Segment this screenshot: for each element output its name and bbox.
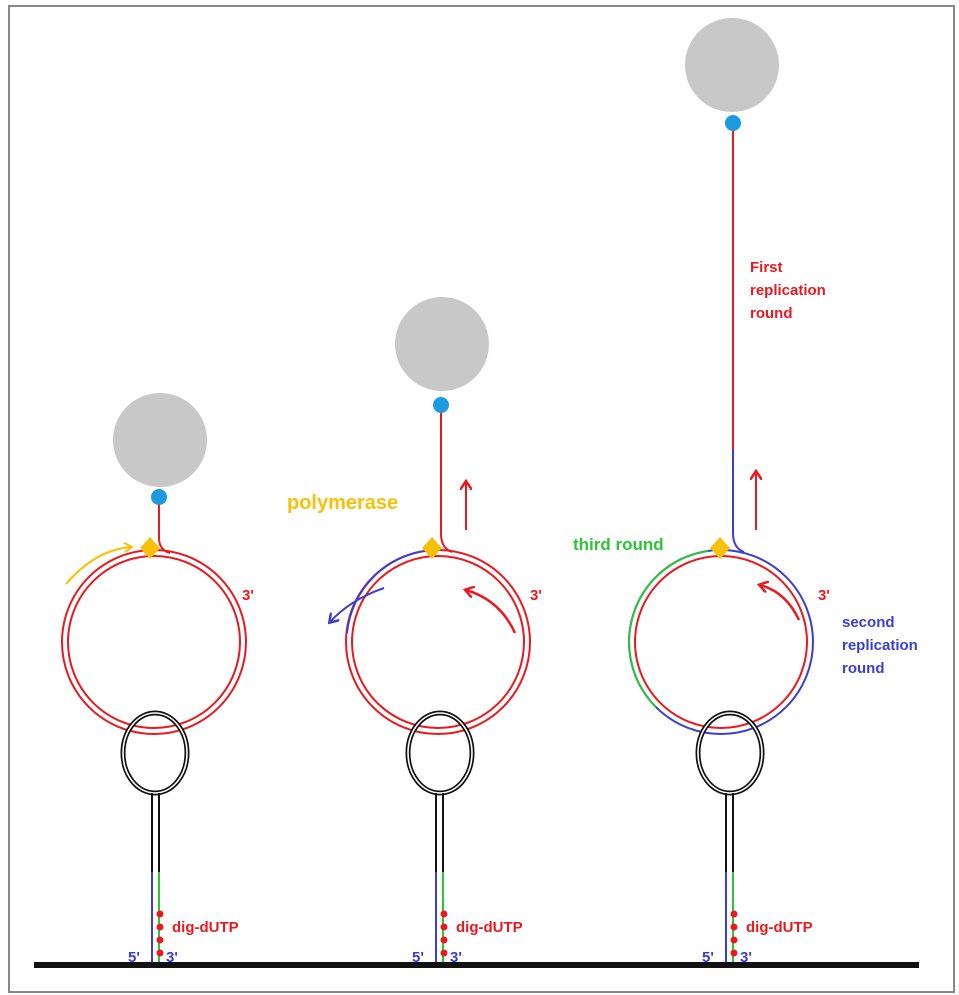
magnetic-bead [113, 393, 207, 487]
end-5-label: 5' [412, 949, 424, 966]
second-round-line-2: replication [842, 637, 918, 654]
stage-first-round-panel [330, 297, 531, 962]
new-strand-green [628, 550, 709, 708]
polymerase-label: polymerase [287, 492, 398, 514]
tether-strand [440, 410, 453, 553]
anchor-dot [433, 397, 449, 413]
end-3-label: 3' [530, 587, 542, 604]
first-round-line-2: replication [750, 282, 826, 299]
end-5-label: 5' [702, 949, 714, 966]
end-3-label: 3' [740, 949, 752, 966]
end-3-label: 3' [818, 587, 830, 604]
dig-dots [730, 910, 738, 957]
new-strand-blue [346, 549, 434, 634]
frame-border [8, 5, 955, 993]
circular-template-inner [634, 555, 808, 729]
first-round-line-3: round [750, 305, 793, 322]
end-3-label: 3' [242, 587, 254, 604]
dig-dots [440, 910, 448, 957]
anchor-dot [151, 489, 167, 505]
polymerase-diamond [140, 537, 160, 559]
stage-rounds-2-3-panel [628, 18, 814, 962]
first-round-line-1: First [750, 259, 783, 276]
stage-initial-panel [61, 393, 247, 962]
circular-template-inner [351, 555, 525, 729]
polymerase-diamond [422, 537, 442, 559]
polymerase-diamond [710, 537, 730, 559]
magnetic-bead [685, 18, 779, 112]
dig-dutp-label: dig-dUTP [746, 919, 813, 936]
circular-template-inner [67, 555, 241, 729]
end-5-label: 5' [128, 949, 140, 966]
outer-arrow [330, 587, 385, 622]
dig-dutp-label: dig-dUTP [172, 919, 239, 936]
inner-arrow [466, 590, 517, 634]
second-round-line-1: second [842, 614, 895, 631]
tether-strand [158, 503, 171, 554]
circular-template-outer [61, 549, 247, 735]
dig-dots [156, 910, 164, 957]
anchor-dot [725, 115, 741, 131]
end-3-label: 3' [166, 949, 178, 966]
inner-arrow [760, 585, 801, 621]
direction-arrow [65, 547, 131, 585]
second-round-line-3: round [842, 660, 885, 677]
third-round-label: third round [573, 535, 664, 554]
end-3-label: 3' [450, 949, 462, 966]
tether-strand-blue [732, 450, 745, 553]
dig-dutp-label: dig-dUTP [456, 919, 523, 936]
magnetic-bead [395, 297, 489, 391]
